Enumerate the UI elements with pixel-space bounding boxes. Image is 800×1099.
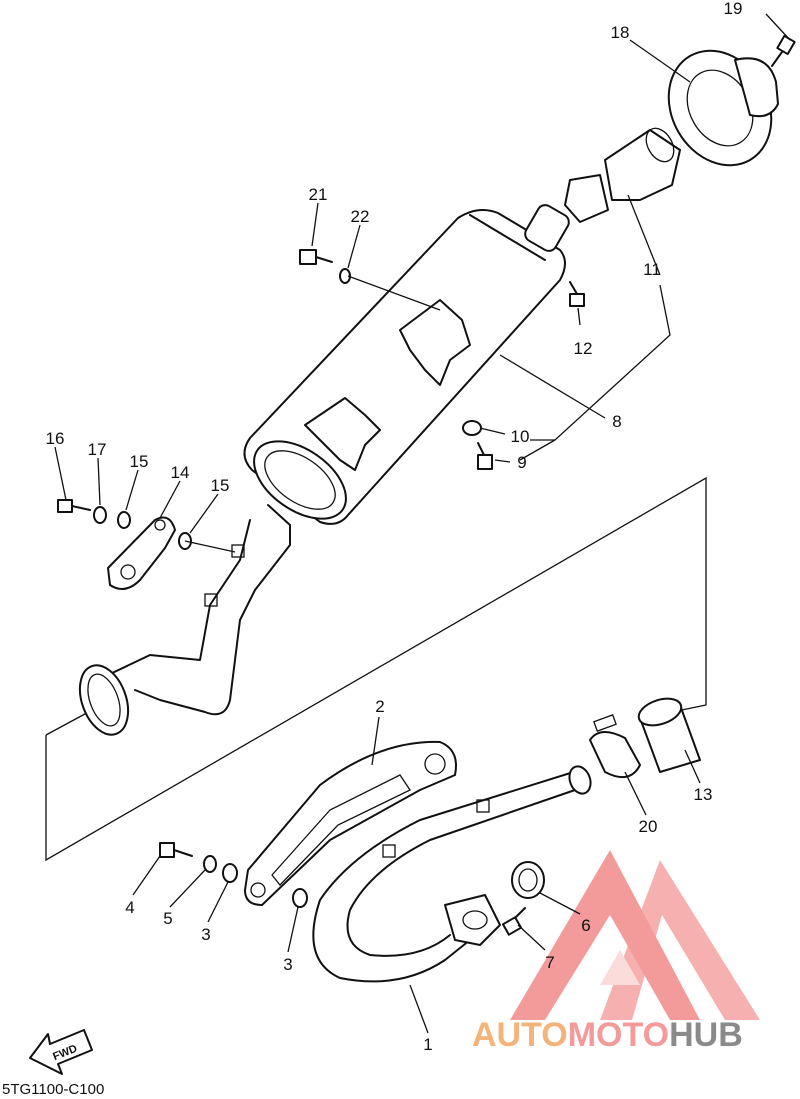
logo-triangle-right: [600, 860, 760, 1020]
watermark-hub: HUB: [669, 1016, 743, 1054]
callout-21: 21: [309, 185, 328, 204]
callout-20: 20: [639, 817, 658, 836]
svg-text:AUTOMOTOHUB: AUTOMOTOHUB: [472, 1016, 743, 1054]
joint: [637, 697, 701, 773]
callout-7: 7: [545, 953, 554, 972]
watermark-text: AUTOMOTOHUB: [472, 1016, 743, 1054]
callout-3a: 3: [201, 925, 210, 944]
diagram-code: 5TG1100-C100: [2, 1081, 104, 1098]
callout-16: 16: [46, 429, 65, 448]
callout-3b: 3: [283, 955, 292, 974]
callout-15a: 15: [130, 452, 149, 471]
muffler-body: [243, 204, 570, 525]
callout-6: 6: [581, 916, 590, 935]
callout-15b: 15: [211, 476, 230, 495]
callout-18: 18: [611, 23, 630, 42]
callout-19: 19: [724, 0, 743, 18]
pipe-protector: [244, 740, 457, 906]
end-cap: [667, 49, 779, 167]
callout-9: 9: [517, 453, 526, 472]
watermark-moto: MOTO: [568, 1016, 669, 1054]
muffler-inlet-pipe: [78, 504, 291, 736]
callout-10: 10: [511, 427, 530, 446]
logo-inner-wedge: [600, 950, 640, 985]
callout-5: 5: [163, 909, 172, 928]
callout-2: 2: [375, 697, 384, 716]
callout-1: 1: [423, 1035, 432, 1054]
callout-17: 17: [88, 440, 107, 459]
callout-labels: 19 18 21 22 11 12 8 10 9 16 17 15 14 15 …: [46, 0, 743, 1054]
automotohub-logo-icon: [510, 850, 760, 1020]
callout-11: 11: [643, 260, 661, 279]
callout-8: 8: [612, 412, 621, 431]
callout-12: 12: [574, 339, 593, 358]
leader-lines: [54, 13, 791, 1034]
logo-triangle-left: [510, 850, 700, 1020]
callout-14: 14: [171, 463, 190, 482]
fasteners: [57, 34, 796, 936]
fwd-arrow-icon: FWD: [29, 1029, 93, 1075]
clamp: [589, 714, 641, 779]
callout-22: 22: [351, 207, 370, 226]
exhaust-pipe: [312, 765, 592, 983]
tail-pipe-assembly: [564, 127, 681, 223]
gasket: [511, 861, 545, 899]
bracket: [107, 516, 176, 590]
callout-13: 13: [694, 785, 713, 804]
watermark-auto: AUTO: [472, 1016, 568, 1054]
callout-4: 4: [125, 898, 134, 917]
